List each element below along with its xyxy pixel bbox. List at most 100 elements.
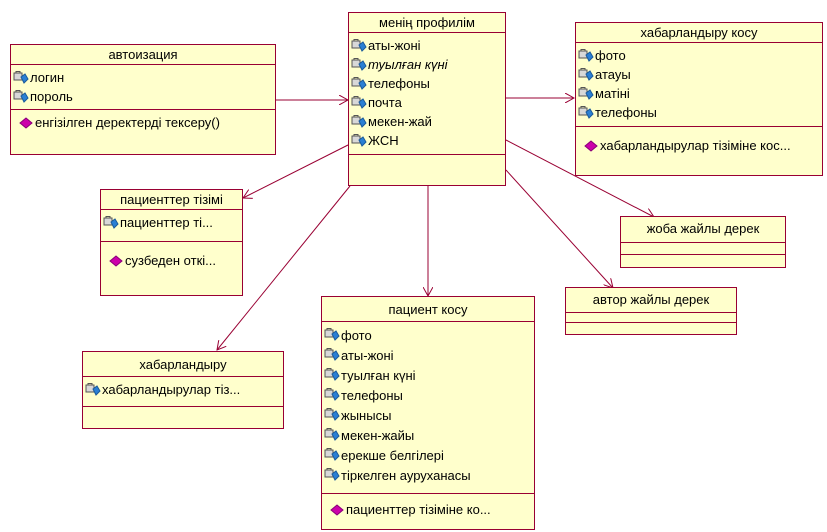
methods-section: енгізілген деректерді тексеру(): [11, 110, 275, 135]
attribute-row: ерекше белгілері: [324, 445, 532, 465]
method-icon: [19, 116, 33, 129]
attribute-icon: [324, 348, 340, 361]
attributes-section: [621, 243, 785, 255]
class-title: автоизация: [11, 45, 275, 65]
methods-section: [621, 255, 785, 263]
attributes-section: логин пороль: [11, 65, 275, 110]
attribute-label: туылған күні: [368, 57, 448, 72]
attribute-row: телефоны: [351, 74, 503, 93]
attribute-row: тіркелген ауруханасы: [324, 465, 532, 485]
attribute-icon: [351, 133, 367, 147]
attribute-label: логин: [30, 70, 65, 85]
methods-section: [349, 155, 505, 185]
attribute-label: аты-жоні: [341, 347, 394, 363]
class-title: хабарландыру: [83, 352, 283, 377]
edge-profile-to-author-info: [505, 169, 613, 288]
class-announcements[interactable]: хабарландыру хабарландырулар тіз...: [82, 351, 284, 429]
attributes-section: [566, 313, 736, 323]
class-patient-list[interactable]: пациенттер тізімі пациенттер ті... сузбе…: [100, 189, 243, 296]
attribute-row: туылған күні: [351, 55, 503, 74]
attribute-icon: [324, 328, 340, 341]
attribute-row: матіні: [578, 84, 820, 103]
attribute-label: ЖСН: [368, 133, 399, 148]
attributes-section: фото атауы матіні телефоны: [576, 43, 822, 127]
method-row: хабарландырулар тізіміне кос...: [578, 136, 820, 155]
attribute-icon: [578, 67, 594, 81]
attribute-label: хабарландырулар тіз...: [102, 382, 241, 397]
method-row: сузбеден откі...: [103, 251, 240, 270]
method-row: енгізілген деректерді тексеру(): [13, 113, 273, 132]
class-title: менің профилім: [349, 13, 505, 33]
attribute-label: пороль: [30, 89, 73, 104]
attribute-label: жынысы: [341, 407, 392, 423]
attribute-row: логин: [13, 68, 273, 87]
attribute-icon: [578, 105, 594, 119]
class-add-announcement[interactable]: хабарландыру косу фото атауы матіні теле…: [575, 22, 823, 176]
attributes-section: пациенттер ті...: [101, 210, 242, 242]
attribute-icon: [351, 38, 367, 52]
attribute-icon: [351, 114, 367, 128]
edge-profile-to-patient-list: [243, 144, 349, 198]
method-row: пациенттер тізіміне ко...: [324, 500, 532, 519]
attribute-label: атауы: [595, 67, 631, 82]
class-title: пациенттер тізімі: [101, 190, 242, 210]
method-label: пациенттер тізіміне ко...: [346, 502, 491, 517]
attribute-label: мекен-жай: [368, 114, 432, 129]
attribute-row: почта: [351, 93, 503, 112]
class-title: хабарландыру косу: [576, 23, 822, 43]
method-label: енгізілген деректерді тексеру(): [35, 115, 220, 130]
attribute-row: фото: [324, 325, 532, 345]
class-add-patient[interactable]: пациент косу фото аты-жоні туылған күні …: [321, 296, 535, 530]
attributes-section: аты-жоні туылған күні телефоны почта мек…: [349, 33, 505, 155]
attribute-label: аты-жоні: [368, 38, 421, 53]
class-authorization[interactable]: автоизация логин пороль енгізілген дерек…: [10, 44, 276, 155]
attribute-label: тіркелген ауруханасы: [341, 467, 471, 483]
attribute-icon: [85, 382, 101, 396]
attribute-row: аты-жоні: [351, 36, 503, 55]
attribute-label: телефоны: [368, 76, 430, 91]
class-title: жоба жайлы дерек: [621, 217, 785, 243]
attribute-row: хабарландырулар тіз...: [85, 380, 281, 399]
methods-section: пациенттер тізіміне ко...: [322, 494, 534, 522]
method-icon: [584, 139, 598, 152]
attribute-label: ерекше белгілері: [341, 447, 444, 463]
attribute-icon: [13, 89, 29, 103]
methods-section: [566, 323, 736, 331]
attribute-icon: [351, 57, 367, 71]
attribute-label: матіні: [595, 86, 630, 101]
attribute-row: мекен-жайы: [324, 425, 532, 445]
attribute-icon: [103, 215, 119, 229]
edge-profile-to-project-info: [505, 139, 654, 217]
attribute-label: почта: [368, 95, 402, 110]
attribute-icon: [324, 468, 340, 481]
attribute-row: ЖСН: [351, 131, 503, 150]
attribute-row: телефоны: [324, 385, 532, 405]
method-icon: [330, 503, 344, 516]
attribute-row: пациенттер ті...: [103, 213, 240, 232]
attribute-label: телефоны: [595, 105, 657, 120]
attribute-row: туылған күні: [324, 365, 532, 385]
methods-section: сузбеден откі...: [101, 242, 242, 273]
attribute-icon: [351, 76, 367, 90]
attribute-label: туылған күні: [341, 367, 416, 383]
attribute-row: фото: [578, 46, 820, 65]
class-my-profile[interactable]: менің профилім аты-жоні туылған күні тел…: [348, 12, 506, 186]
class-author-info[interactable]: автор жайлы дерек: [565, 287, 737, 335]
class-project-info[interactable]: жоба жайлы дерек: [620, 216, 786, 268]
attribute-icon: [324, 448, 340, 461]
class-title: пациент косу: [322, 297, 534, 322]
class-title: автор жайлы дерек: [566, 288, 736, 313]
attribute-icon: [324, 428, 340, 441]
methods-section: [83, 407, 283, 427]
attribute-row: жынысы: [324, 405, 532, 425]
methods-section: хабарландырулар тізіміне кос...: [576, 127, 822, 158]
attribute-row: пороль: [13, 87, 273, 106]
attribute-label: фото: [595, 48, 626, 63]
attributes-section: хабарландырулар тіз...: [83, 377, 283, 407]
attribute-icon: [578, 86, 594, 100]
attribute-label: телефоны: [341, 387, 403, 403]
attribute-row: аты-жоні: [324, 345, 532, 365]
attribute-icon: [324, 388, 340, 401]
method-icon: [109, 254, 123, 267]
